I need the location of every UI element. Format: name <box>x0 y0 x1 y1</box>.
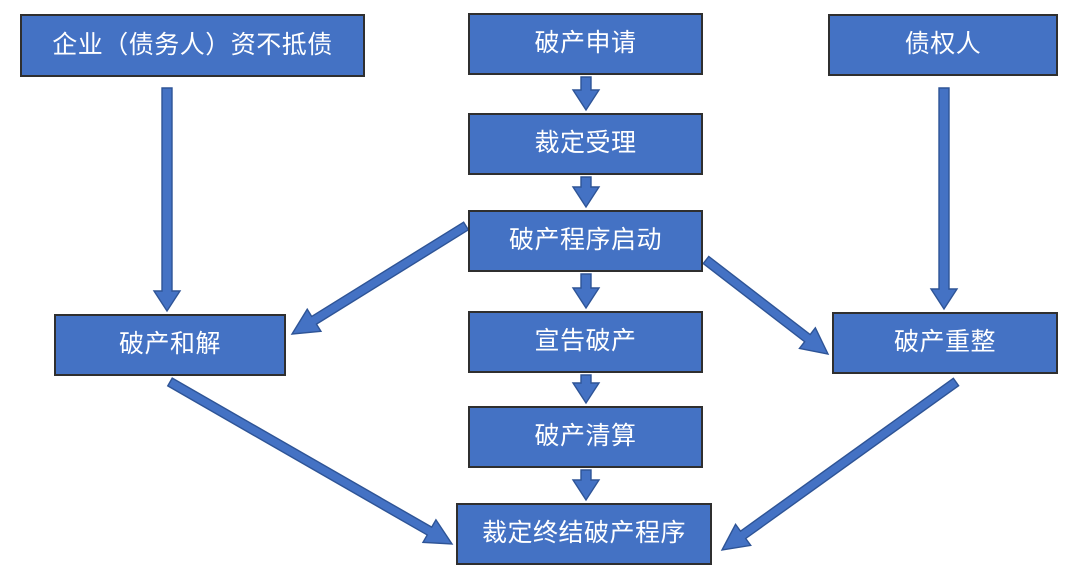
node-acceptance[interactable]: 裁定受理 <box>468 113 703 175</box>
node-label: 破产重整 <box>893 328 996 357</box>
arrow-settlement-to-termination <box>166 377 454 545</box>
node-label: 企业（债务人）资不抵债 <box>52 30 333 59</box>
node-creditor[interactable]: 债权人 <box>828 14 1058 76</box>
node-application[interactable]: 破产申请 <box>468 13 703 75</box>
node-label: 破产申请 <box>534 29 637 58</box>
arrow-proceedings-to-declaration <box>571 273 601 310</box>
node-termination[interactable]: 裁定终结破产程序 <box>456 503 712 565</box>
node-label: 债权人 <box>904 30 982 59</box>
node-insolvency[interactable]: 企业（债务人）资不抵债 <box>20 14 365 77</box>
arrow-acceptance-to-proceedings <box>571 176 601 209</box>
node-declaration[interactable]: 宣告破产 <box>468 311 703 373</box>
node-reorg[interactable]: 破产重整 <box>832 312 1058 374</box>
node-label: 破产程序启动 <box>508 226 662 255</box>
arrow-creditor-to-reorg <box>929 87 959 311</box>
node-settlement[interactable]: 破产和解 <box>54 314 286 376</box>
arrow-declaration-to-liquidation <box>571 374 601 405</box>
node-label: 裁定终结破产程序 <box>481 519 686 548</box>
node-label: 裁定受理 <box>534 129 637 158</box>
arrow-reorg-to-termination <box>720 377 960 551</box>
arrow-application-to-acceptance <box>571 76 601 112</box>
arrow-insolvency-to-settlement <box>152 87 182 313</box>
node-label: 破产清算 <box>534 422 637 451</box>
arrow-proceedings-to-settlement <box>290 221 470 335</box>
arrow-liquidation-to-termination <box>571 469 601 502</box>
node-label: 宣告破产 <box>534 327 637 356</box>
arrow-proceedings-to-reorg <box>702 255 830 355</box>
node-label: 破产和解 <box>118 330 221 359</box>
node-liquidation[interactable]: 破产清算 <box>468 406 703 468</box>
node-proceedings[interactable]: 破产程序启动 <box>468 210 703 272</box>
